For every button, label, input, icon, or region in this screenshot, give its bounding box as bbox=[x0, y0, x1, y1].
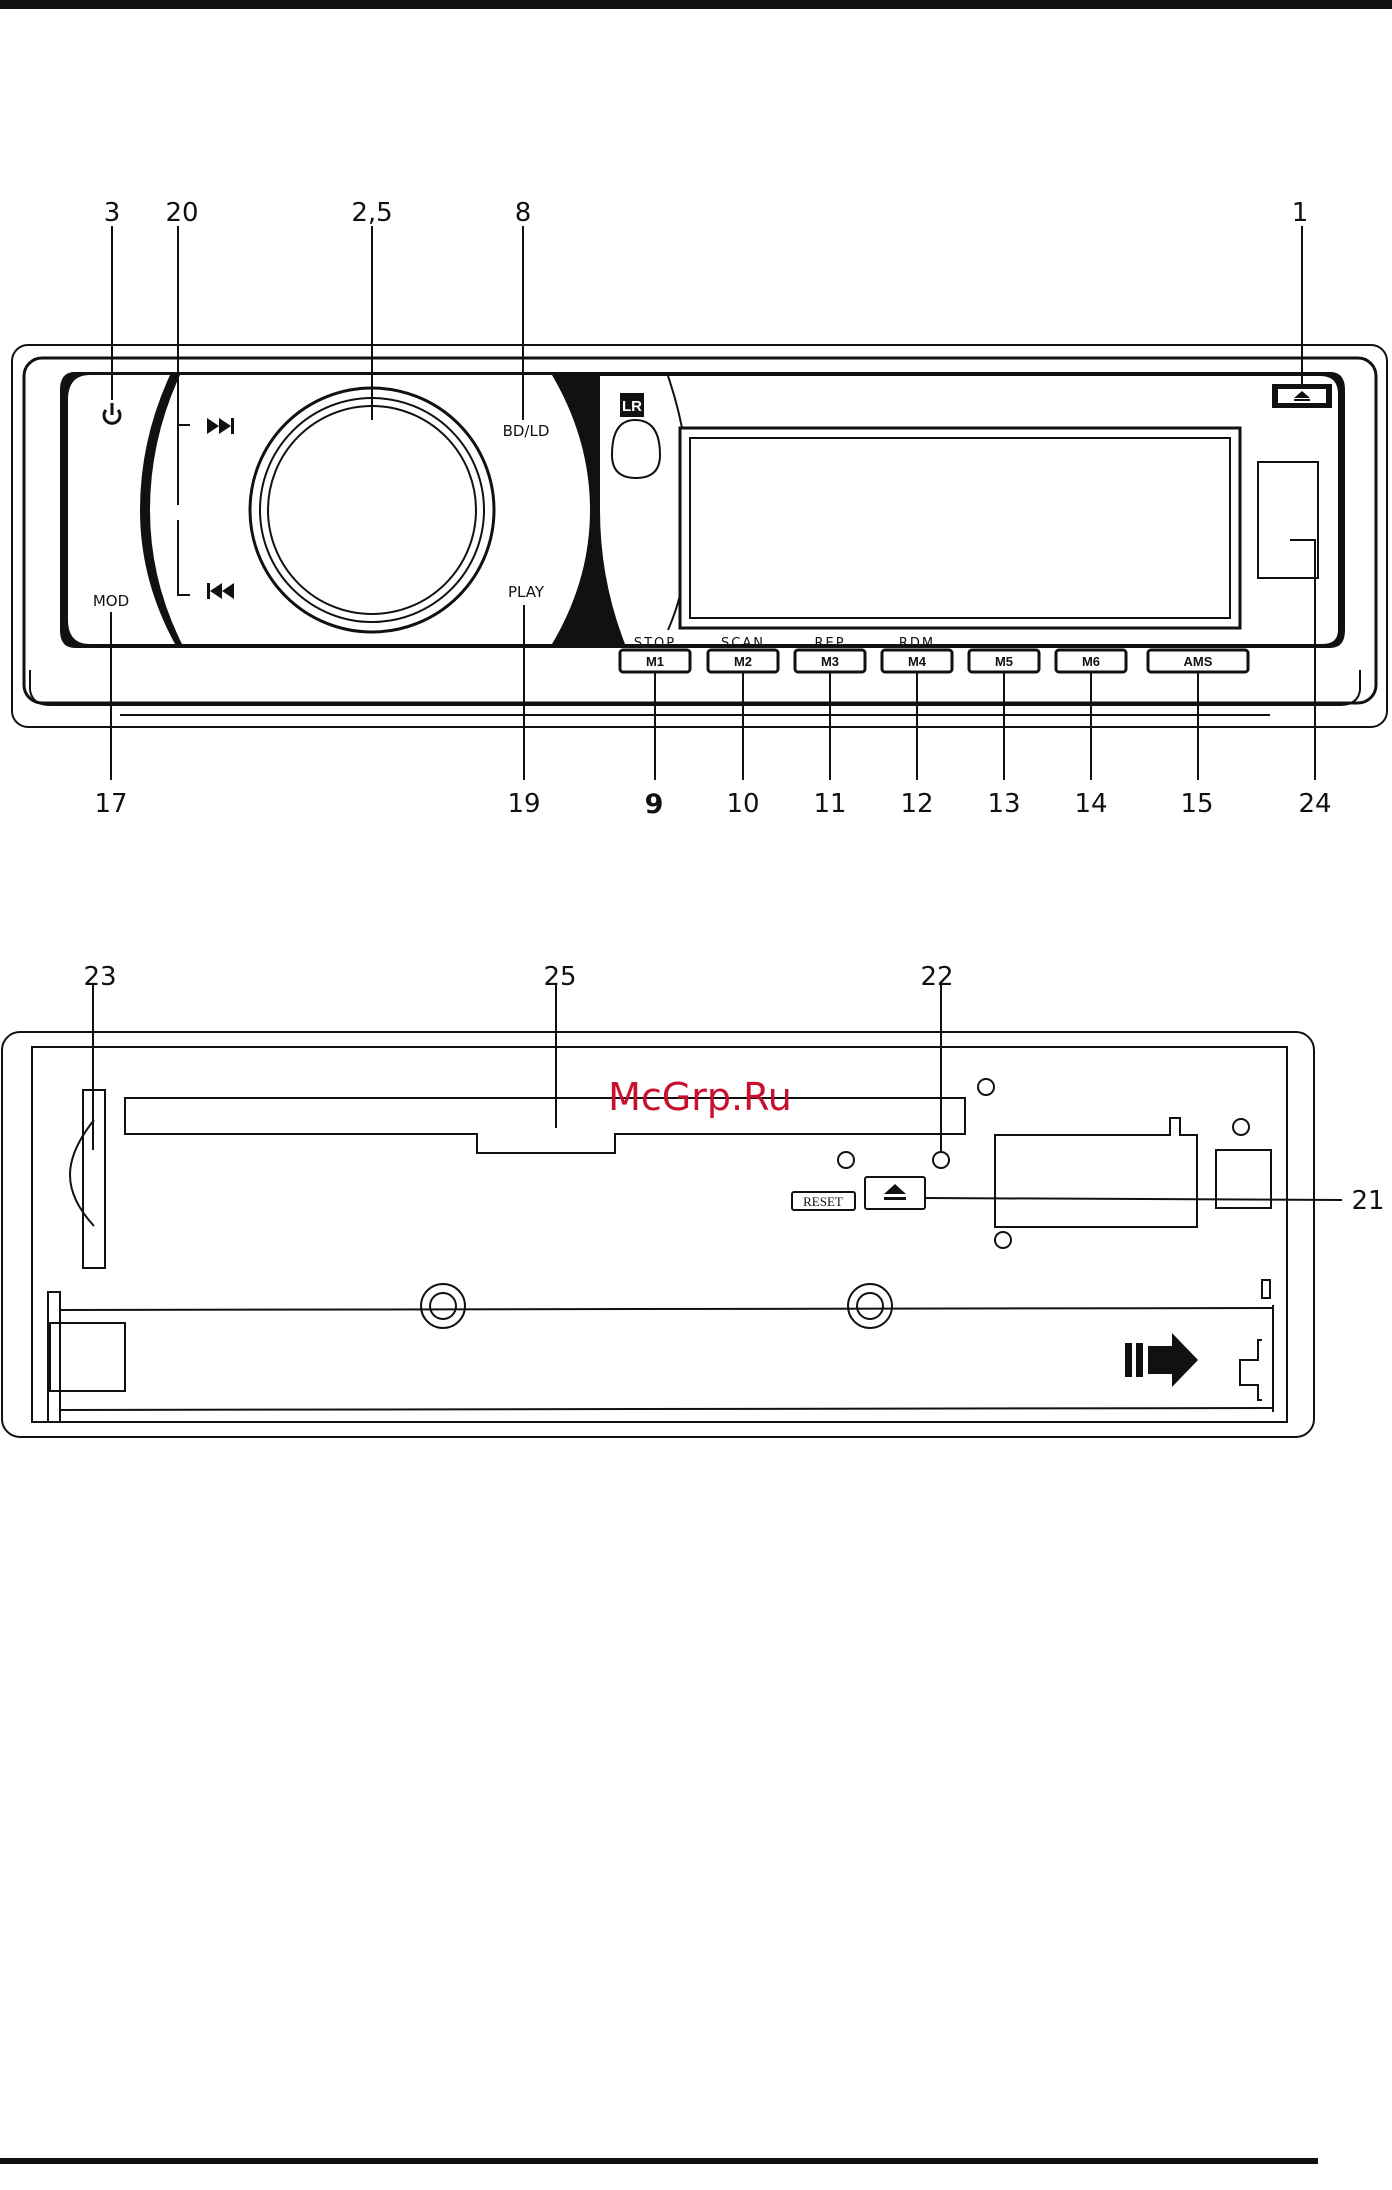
callout-2-5: 2,5 bbox=[351, 198, 392, 228]
preset-button-m1[interactable]: M1 bbox=[620, 650, 690, 672]
preset-button-m4[interactable]: M4 bbox=[882, 650, 952, 672]
callout-19: 19 bbox=[507, 789, 540, 819]
screw-hole bbox=[838, 1152, 854, 1168]
callout-9: 9 bbox=[645, 789, 664, 820]
preset-button-m2[interactable]: M2 bbox=[708, 650, 778, 672]
callout-20: 20 bbox=[165, 198, 198, 228]
eject-icon bbox=[884, 1184, 906, 1194]
reset-hole[interactable] bbox=[933, 1152, 949, 1168]
reset-label: RESET bbox=[803, 1194, 843, 1209]
svg-text:M6: M6 bbox=[1082, 654, 1100, 669]
callout-15: 15 bbox=[1180, 789, 1213, 819]
callout-21: 21 bbox=[1351, 1186, 1384, 1216]
screw-hole bbox=[995, 1232, 1011, 1248]
callout-10: 10 bbox=[726, 789, 759, 819]
screw-hole bbox=[1233, 1119, 1249, 1135]
screw-hole bbox=[978, 1079, 994, 1095]
eject-button[interactable] bbox=[1272, 384, 1332, 408]
lr-badge-text: LR bbox=[622, 398, 642, 415]
preset-button-m5[interactable]: M5 bbox=[969, 650, 1039, 672]
callout-17: 17 bbox=[94, 789, 127, 819]
rear-eject-button[interactable] bbox=[865, 1177, 925, 1209]
svg-text:M5: M5 bbox=[995, 654, 1013, 669]
bdld-label: BD/LD bbox=[503, 422, 550, 440]
leader-21 bbox=[925, 1198, 1342, 1200]
arrow-right-icon bbox=[1125, 1333, 1198, 1387]
front-panel: MOD BD/LD PLAY LR STOP SCAN REP RDM M1 bbox=[12, 198, 1387, 820]
lcd-display bbox=[680, 428, 1240, 628]
callout-11: 11 bbox=[813, 789, 846, 819]
preset-button-m3[interactable]: M3 bbox=[795, 650, 865, 672]
rail-notch bbox=[1262, 1280, 1270, 1298]
rail-top bbox=[60, 1308, 1273, 1310]
connector-block bbox=[995, 1118, 1197, 1227]
rail-latch bbox=[1240, 1340, 1262, 1400]
svg-text:M3: M3 bbox=[821, 654, 839, 669]
volume-knob-outer[interactable] bbox=[250, 388, 494, 632]
svg-text:M1: M1 bbox=[646, 654, 664, 669]
play-label: PLAY bbox=[508, 583, 545, 601]
rear-panel: RESET 23 bbox=[2, 962, 1385, 1437]
rail-bottom bbox=[60, 1408, 1273, 1410]
callout-12: 12 bbox=[900, 789, 933, 819]
preset-button-m6[interactable]: M6 bbox=[1056, 650, 1126, 672]
top-rule bbox=[0, 0, 1392, 9]
svg-text:M2: M2 bbox=[734, 654, 752, 669]
front-lip bbox=[30, 670, 1360, 705]
callout-24: 24 bbox=[1298, 789, 1331, 819]
bottom-rule bbox=[0, 2158, 1318, 2164]
callout-3: 3 bbox=[104, 198, 121, 228]
disc-slot bbox=[125, 1098, 965, 1153]
mount-hole-inner bbox=[857, 1293, 883, 1319]
mount-hole-inner bbox=[430, 1293, 456, 1319]
svg-text:AMS: AMS bbox=[1184, 654, 1213, 669]
callout-14: 14 bbox=[1074, 789, 1107, 819]
rail-block bbox=[50, 1323, 125, 1391]
mount-hole bbox=[848, 1284, 892, 1328]
callout-25: 25 bbox=[543, 962, 576, 992]
callout-22: 22 bbox=[920, 962, 953, 992]
ams-button[interactable]: AMS bbox=[1148, 650, 1248, 672]
callout-13: 13 bbox=[987, 789, 1020, 819]
callout-1: 1 bbox=[1292, 198, 1309, 228]
mount-hole bbox=[421, 1284, 465, 1328]
mod-label: MOD bbox=[93, 592, 129, 610]
callout-23: 23 bbox=[83, 962, 116, 992]
callout-8: 8 bbox=[515, 198, 532, 228]
svg-text:M4: M4 bbox=[908, 654, 927, 669]
watermark: McGrp.Ru bbox=[608, 1075, 792, 1119]
